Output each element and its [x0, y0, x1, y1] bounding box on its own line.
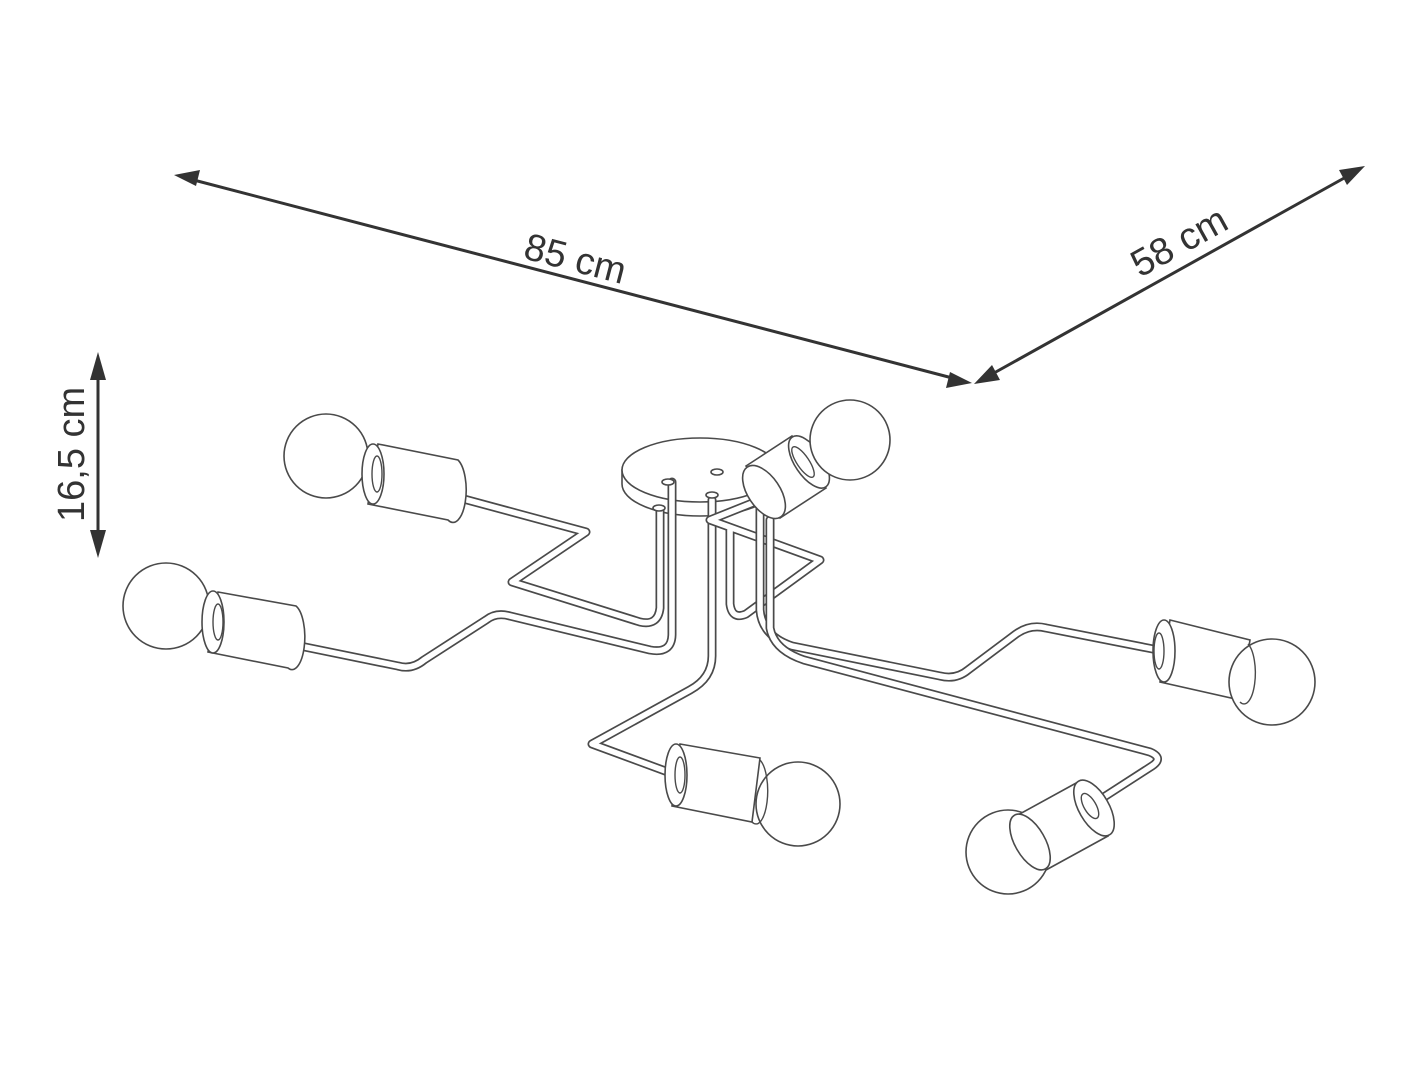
- height-dimension: 16,5 cm: [51, 352, 106, 558]
- height-label: 16,5 cm: [51, 387, 93, 522]
- stem-tips: [652, 468, 724, 512]
- arrowhead-bottom-icon: [974, 365, 1000, 384]
- arrowhead-top-icon: [1339, 166, 1365, 185]
- bulb-socket-front: [664, 743, 841, 847]
- bulb-socket-top-left: [283, 413, 467, 524]
- arrowhead-left-icon: [174, 170, 200, 186]
- bulb-socket-right: [1152, 619, 1316, 726]
- arrowhead-right-icon: [946, 372, 972, 388]
- arms: [295, 477, 1163, 811]
- depth-label: 58 cm: [1124, 199, 1235, 286]
- width-label: 85 cm: [520, 226, 631, 293]
- ceiling-lamp-illustration: [122, 399, 1316, 895]
- bulb-socket-front-right: [965, 779, 1116, 895]
- width-dimension: 85 cm: [174, 170, 972, 388]
- arrowhead-up-icon: [90, 352, 106, 380]
- bulb-socket-left: [122, 562, 306, 671]
- depth-dimension: 58 cm: [974, 166, 1365, 384]
- bulb-socket-back-right: [741, 399, 891, 520]
- arrowhead-down-icon: [90, 530, 106, 558]
